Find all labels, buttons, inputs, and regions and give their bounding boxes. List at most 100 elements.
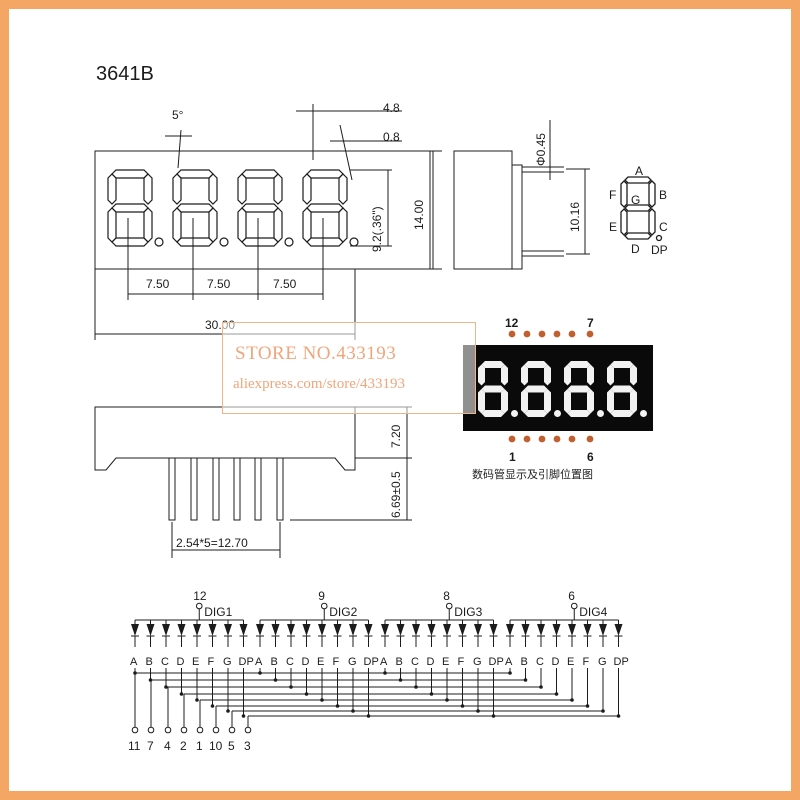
segment-pin-e	[196, 726, 204, 734]
digit-common-pin-3	[445, 602, 453, 610]
bottom-view	[94, 406, 412, 558]
led-4-f	[583, 624, 592, 636]
led-1-dp	[239, 624, 248, 636]
bottom-view-pins	[168, 457, 284, 521]
seg-tag-2-d: D	[302, 656, 310, 668]
bottom-pin-3	[212, 457, 220, 521]
seg-tag-2-dp: DP	[364, 656, 379, 668]
led-2-c	[287, 624, 295, 636]
part-number-title: 3641B	[96, 63, 154, 85]
digit-pin-number-3: 8	[443, 589, 450, 603]
led-1-f	[208, 624, 217, 636]
photo-digit-4	[607, 361, 647, 417]
pin-dot-bottom-3	[538, 435, 546, 443]
led-2-dp	[364, 624, 373, 636]
pin-dot-top-1	[508, 330, 516, 338]
seg-tag-1-g: G	[223, 656, 232, 668]
seg-tag-2-f: F	[333, 656, 340, 668]
seg-tag-4-dp: DP	[614, 656, 629, 668]
seg-tag-4-e: E	[567, 656, 574, 668]
photo-pin-dots-bottom	[508, 435, 594, 443]
digit-common-pin-2	[320, 602, 328, 610]
led-1-g	[224, 624, 232, 636]
top-digit-4	[302, 169, 359, 247]
led-4-dp	[614, 624, 623, 636]
led-3-c	[412, 624, 420, 636]
segment-pin-number-e: 1	[196, 739, 203, 753]
display-photo: 12 7 1 6	[463, 316, 653, 464]
led-4-g	[599, 624, 607, 636]
seg-tag-3-dp: DP	[489, 656, 504, 668]
top-digit-2	[172, 169, 229, 247]
seg-tag-2-c: C	[286, 656, 294, 668]
bottom-pin-5	[254, 457, 262, 521]
led-2-g	[349, 624, 357, 636]
seg-label-b: B	[659, 188, 667, 202]
seg-tag-1-f: F	[208, 656, 215, 668]
digit-common-pin-1	[195, 602, 203, 610]
top-view-body	[94, 150, 434, 270]
digit-label-3: DIG3	[454, 605, 482, 619]
photo-digit-1	[478, 361, 518, 417]
bottom-view-body	[94, 406, 356, 471]
led-3-b	[396, 624, 405, 636]
side-view	[453, 120, 590, 270]
seg-tag-1-dp: DP	[239, 656, 254, 668]
seg-label-c: C	[659, 220, 668, 234]
segment-pin-d	[180, 726, 188, 734]
bottom-pin-1	[168, 457, 176, 521]
pin-dot-bottom-4	[553, 435, 561, 443]
led-2-e	[318, 624, 326, 636]
seg-tag-3-f: F	[458, 656, 465, 668]
segment-pin-f	[212, 726, 220, 734]
dim-pitch-1: 7.50	[146, 277, 170, 291]
photo-pin-12: 12	[505, 316, 519, 330]
led-1-a	[131, 624, 139, 636]
seg-tag-1-d: D	[177, 656, 185, 668]
segment-pin-number-dp: 3	[244, 739, 251, 753]
seg-tag-3-c: C	[411, 656, 419, 668]
dim-pin-pitch: 2.54*5=12.70	[176, 536, 248, 550]
top-view-digits	[107, 169, 359, 247]
pin-dot-bottom-1	[508, 435, 516, 443]
seg-label-g: G	[631, 193, 640, 207]
seg-tag-2-a: A	[255, 656, 263, 668]
segment-pin-number-c: 4	[164, 739, 171, 753]
pin-dot-top-5	[568, 330, 576, 338]
seg-label-a: A	[635, 164, 643, 178]
led-1-c	[162, 624, 170, 636]
led-1-d	[177, 624, 186, 636]
dim-pin-diameter: Φ0.45	[534, 133, 548, 166]
seg-tag-1-c: C	[161, 656, 169, 668]
photo-digits	[478, 361, 647, 417]
digit-label-1: DIG1	[204, 605, 232, 619]
led-2-d	[302, 624, 311, 636]
watermark-url: aliexpress.com/store/433193	[233, 376, 406, 392]
angle-label: 5°	[172, 108, 184, 122]
segment-pin-number-g: 5	[228, 739, 235, 753]
digit-label-2: DIG2	[329, 605, 357, 619]
seg-tag-4-c: C	[536, 656, 544, 668]
seg-label-dp: DP	[651, 243, 668, 257]
seg-tag-1-a: A	[130, 656, 138, 668]
seg-tag-1-e: E	[192, 656, 199, 668]
digit-pin-number-4: 6	[568, 589, 575, 603]
digit-common-pin-4	[570, 602, 578, 610]
bottom-pin-2	[190, 457, 198, 521]
seg-label-d: D	[631, 242, 640, 256]
segment-map: A B C D E F G DP	[609, 164, 668, 257]
dim-0-8: 0.8	[383, 130, 400, 144]
segment-pin-dp	[244, 726, 252, 734]
pin-dot-bottom-6	[586, 435, 594, 443]
segment-pin-c	[164, 726, 172, 734]
photo-pin-6: 6	[587, 450, 594, 464]
top-digit-3	[237, 169, 294, 247]
photo-digit-2	[521, 361, 561, 417]
led-1-e	[193, 624, 201, 636]
dim-body-height: 7.20	[389, 424, 403, 448]
segment-pin-number-d: 2	[180, 739, 187, 753]
